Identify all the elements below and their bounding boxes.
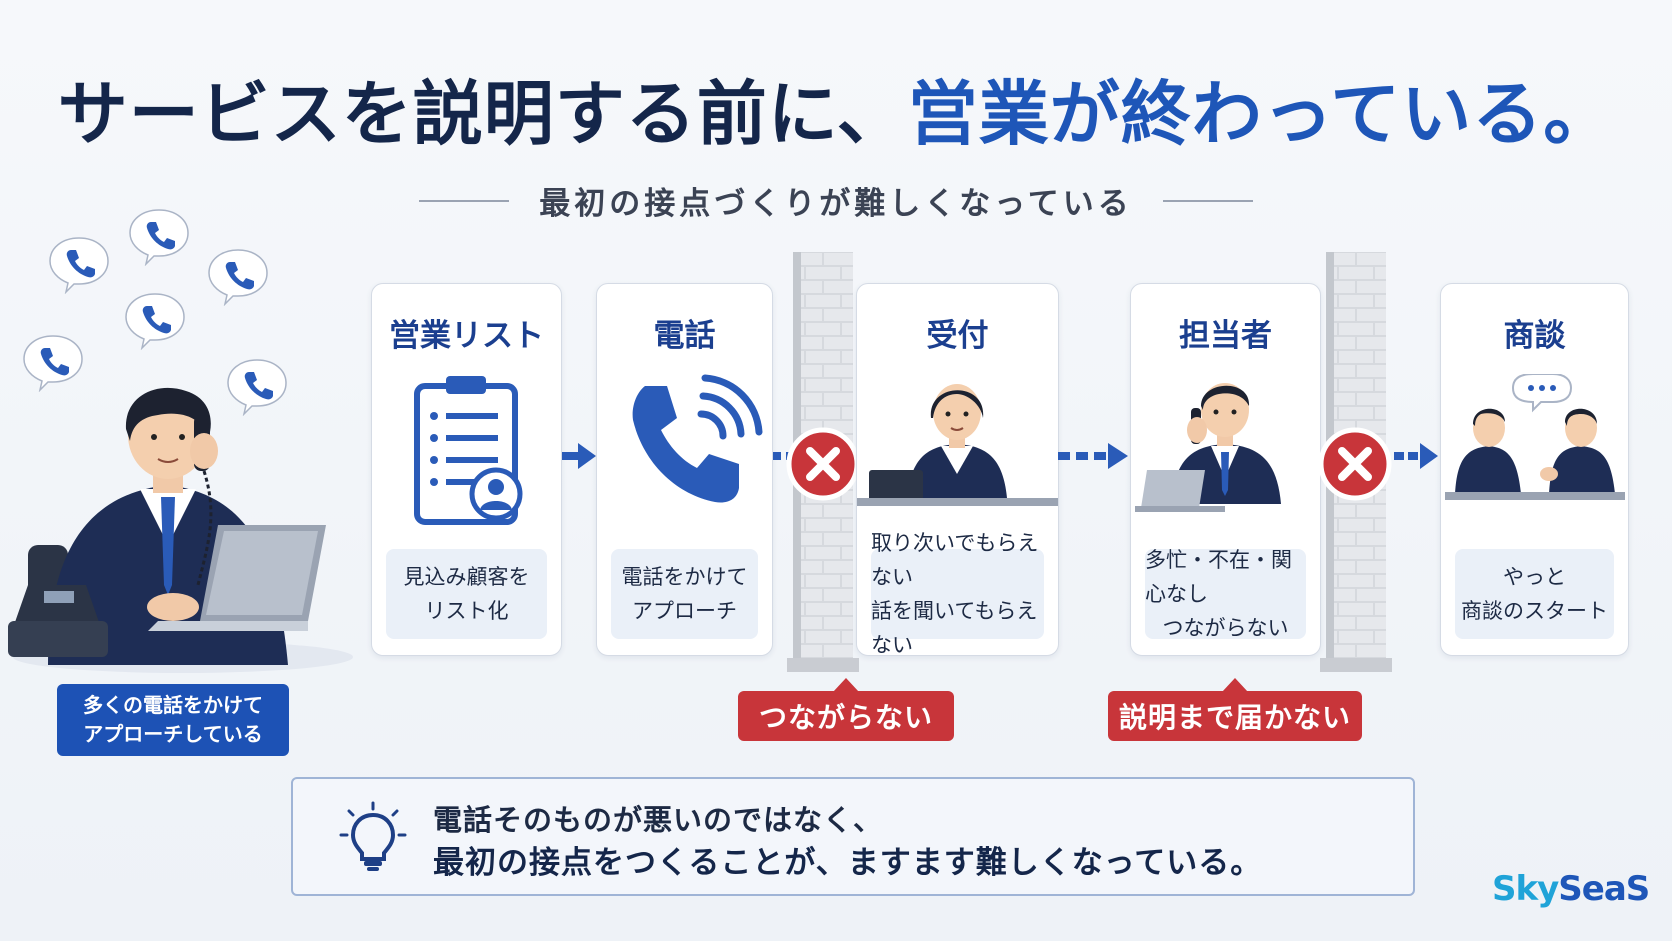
blocked-x-icon <box>786 427 860 501</box>
phone-bubble-icon <box>49 237 109 294</box>
card-title: 受付 <box>926 318 989 354</box>
card-phone: 電話 電話をかけて アプローチ <box>596 283 773 656</box>
skyseas-logo: SkySeaS <box>1492 869 1650 909</box>
clipboard-icon <box>414 376 523 525</box>
barrier-label-no-explanation: 説明まで届かない <box>1108 678 1362 741</box>
arrow-right-icon <box>562 443 596 469</box>
dashed-arrow-right-icon <box>1058 443 1128 469</box>
meeting-illustration <box>1445 374 1625 500</box>
phone-bubble-icon <box>23 335 83 392</box>
left-approach-label: 多くの電話をかけて アプローチしている <box>57 684 289 756</box>
phone-bubble-icon <box>125 293 185 350</box>
page-title: サービスを説明する前に、営業が終わっている。 <box>57 73 1615 155</box>
phone-icon <box>632 374 763 503</box>
card-title: 商談 <box>1503 318 1566 354</box>
card-reception: 受付 取り次いでもらえない 話を聞いてもらえない <box>856 283 1059 657</box>
phone-bubble-icon <box>208 249 268 306</box>
subtitle-line-right <box>1162 199 1253 202</box>
insight-callout: 電話そのものが悪いのではなく、 最初の接点をつくることが、ますます難しくなってい… <box>291 777 1415 896</box>
receptionist-illustration <box>857 384 1058 506</box>
subtitle-row: 最初の接点づくりが難しくなっている <box>0 178 1672 223</box>
dashed-arrow-right-icon <box>1394 443 1438 469</box>
callout-line-2: 最初の接点をつくることが、ますます難しくなっている。 <box>433 845 1263 881</box>
phone-bubble-icon <box>129 209 189 266</box>
card-description: やっと 商談のスタート <box>1455 549 1614 639</box>
salesman-illustration <box>8 387 353 673</box>
person-on-phone-illustration <box>1135 383 1281 512</box>
title-accent: 営業 <box>907 73 1050 155</box>
card-person-in-charge: 担当者 多忙・不在・関心なし つながらない <box>1130 283 1321 656</box>
card-title: 担当者 <box>1179 318 1272 354</box>
card-description: 多忙・不在・関心なし つながらない <box>1145 548 1306 640</box>
card-description: 見込み顧客を リスト化 <box>386 549 547 639</box>
blocked-x-icon <box>1318 427 1392 501</box>
callout-line-1: 電話そのものが悪いのではなく、 <box>433 803 884 837</box>
card-description: 取り次いでもらえない 話を聞いてもらえない <box>871 531 1044 657</box>
phone-bubble-icon <box>227 359 287 416</box>
barrier-label-not-connected: つながらない <box>738 678 954 741</box>
card-sales-list: 営業リスト 見込み顧客を リスト化 <box>371 283 562 656</box>
card-title: 電話 <box>653 318 716 354</box>
subtitle-line-left <box>419 199 510 202</box>
card-title: 営業リスト <box>389 318 544 354</box>
lightbulb-icon <box>339 801 407 871</box>
card-negotiation: 商談 やっと 商談のスタート <box>1440 283 1629 656</box>
title-accent-rest: が終わっている。 <box>1049 73 1615 155</box>
card-description: 電話をかけて アプローチ <box>611 549 758 639</box>
subtitle: 最初の接点づくりが難しくなっている <box>539 186 1133 222</box>
